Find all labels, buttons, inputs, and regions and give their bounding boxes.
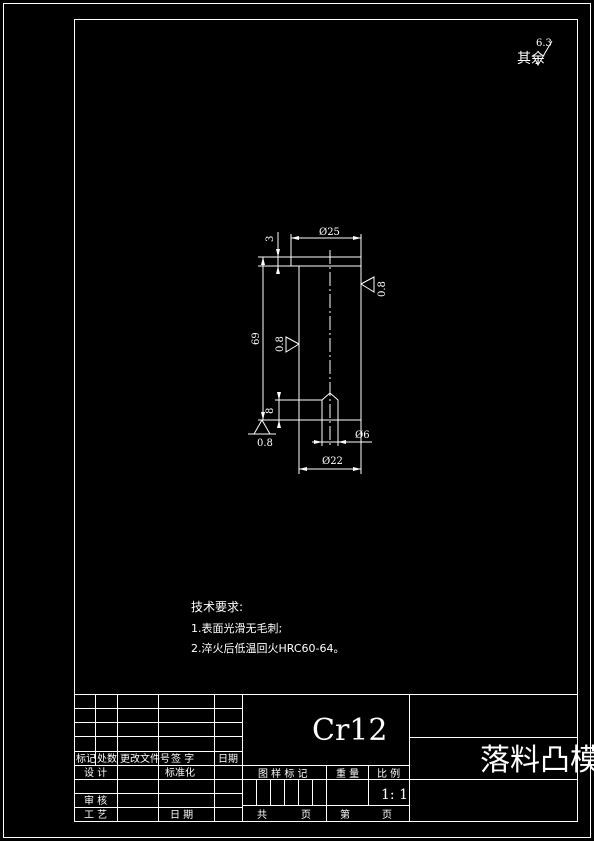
label-weight: 重 量 bbox=[336, 767, 359, 780]
label-nth: 第 bbox=[340, 808, 350, 821]
roughness-check-icon bbox=[532, 40, 553, 67]
part-head bbox=[290, 256, 362, 267]
label-scale: 比 例 bbox=[377, 767, 400, 780]
dim-hole-diameter: Ø6 bbox=[355, 430, 370, 441]
roughness-rest-value: 6.3 bbox=[536, 38, 552, 49]
outer-border bbox=[3, 3, 591, 838]
general-roughness-symbol: 其余 6.3 bbox=[517, 38, 553, 67]
label-date-2: 日 期 bbox=[170, 809, 193, 821]
tech-requirement-item: 1.表面光滑无毛刺; bbox=[191, 621, 282, 635]
label-change-doc: 更改文件号 bbox=[120, 752, 170, 765]
dimension-arrows bbox=[261, 236, 361, 471]
roughness-middle-icon bbox=[285, 336, 300, 353]
roughness-middle-value: 0.8 bbox=[275, 336, 286, 352]
label-mark: 标记 bbox=[76, 753, 96, 765]
material-name: Cr12 bbox=[312, 713, 387, 748]
roughness-bottom-icon bbox=[253, 419, 271, 435]
tech-requirement-item: 2.淬火后低温回火HRC60-64。 bbox=[191, 641, 345, 655]
label-process: 工 艺 bbox=[84, 809, 107, 821]
label-review: 审 核 bbox=[84, 794, 107, 807]
title-block-grid bbox=[74, 694, 578, 822]
label-standardize: 标准化 bbox=[165, 766, 195, 779]
roughness-right-icon bbox=[360, 276, 375, 293]
label-drawing-mark: 图 样 标 记 bbox=[258, 767, 308, 780]
title-block-labels: 标记 处数 更改文件号 签 字 日期 设 计 标准化 审 核 工 艺 日 期 图… bbox=[76, 752, 408, 821]
part-name: 落料凸模 bbox=[480, 743, 594, 778]
dim-head-height: 3 bbox=[265, 236, 276, 242]
label-count: 处数 bbox=[97, 752, 117, 765]
roughness-right-value: 0.8 bbox=[377, 281, 388, 297]
pilot-hole bbox=[321, 392, 339, 420]
label-design: 设 计 bbox=[84, 766, 107, 779]
part-shank bbox=[298, 265, 362, 421]
roughness-rest-label: 其余 bbox=[517, 50, 545, 67]
part-drawing bbox=[258, 232, 372, 474]
roughness-marks bbox=[248, 276, 375, 435]
label-sheets: 页 bbox=[301, 809, 311, 821]
dim-total-height: 69 bbox=[251, 332, 262, 345]
tech-requirements-title: 技术要求: bbox=[191, 600, 243, 614]
dim-top-diameter: Ø25 bbox=[319, 227, 340, 238]
label-page: 页 bbox=[382, 809, 392, 821]
roughness-bottom-value: 0.8 bbox=[257, 438, 273, 449]
dim-bottom-diameter: Ø22 bbox=[322, 456, 343, 467]
dim-hole-depth: 8 bbox=[265, 408, 276, 414]
label-total: 共 bbox=[257, 809, 267, 821]
scale-value: 1: 1 bbox=[381, 787, 408, 803]
label-date: 日期 bbox=[218, 753, 238, 765]
label-signature: 签 字 bbox=[171, 752, 194, 765]
